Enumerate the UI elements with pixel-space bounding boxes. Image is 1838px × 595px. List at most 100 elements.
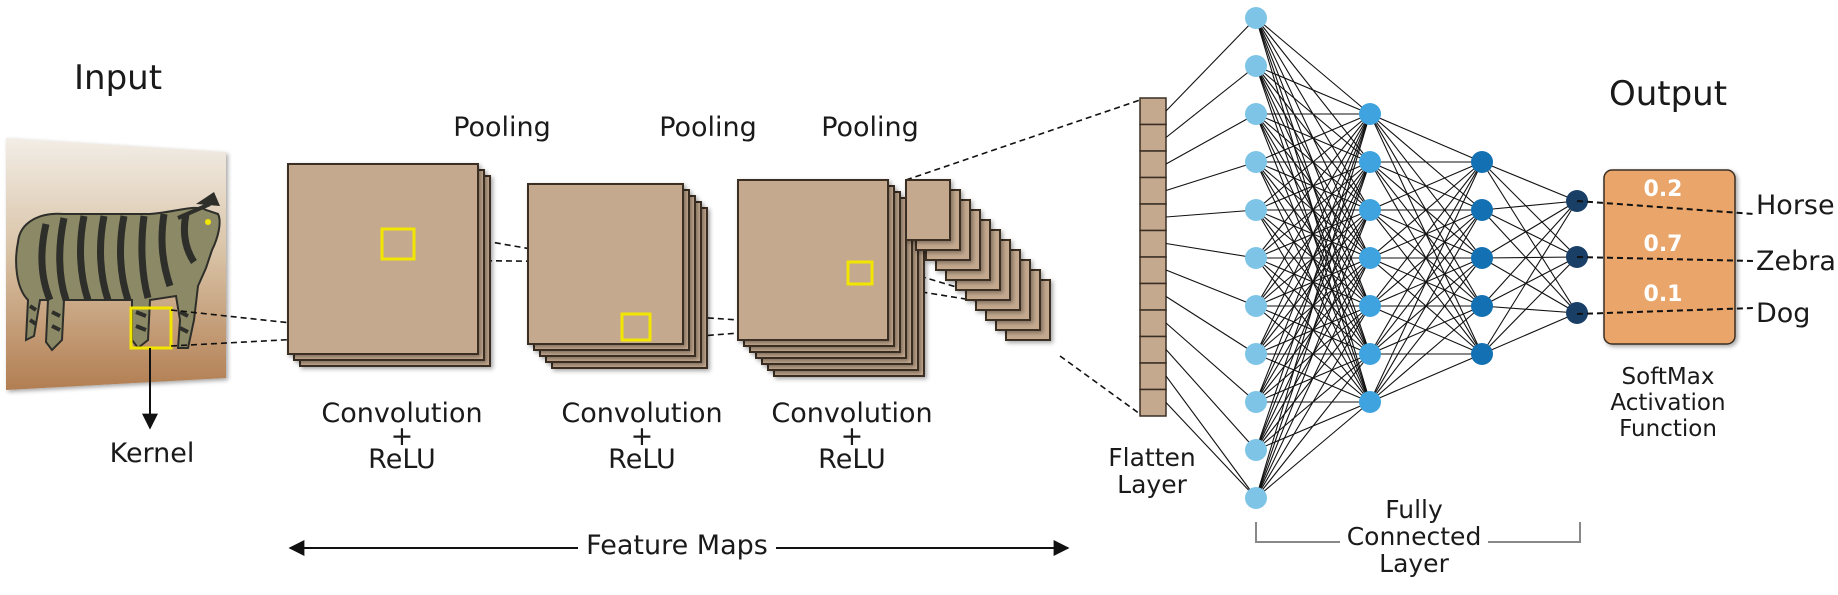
input-neuron [1245, 103, 1267, 125]
feature-map-stack-3 [737, 179, 925, 377]
flatten-cell [1139, 97, 1167, 126]
fc-connection [1255, 113, 1371, 499]
fc-connection [1369, 113, 1483, 163]
feature-map-1-sheet [287, 163, 479, 355]
hidden1-neuron [1359, 103, 1381, 125]
fc-connection [1481, 209, 1578, 258]
hidden2-neuron [1471, 151, 1493, 173]
fc-connection [1255, 401, 1371, 499]
feature-map-2-sheet [527, 183, 684, 345]
flatten-connection [1165, 65, 1257, 138]
fc-connection [1481, 257, 1578, 314]
flatten-connection [1165, 402, 1257, 499]
flatten-connection [1165, 17, 1257, 112]
softmax-box [1603, 169, 1736, 345]
pooling-label-2: Pooling [659, 112, 757, 143]
kernel-box-3 [846, 260, 874, 286]
flatten-cell [1139, 176, 1167, 205]
flatten-cell [1139, 150, 1167, 179]
flatten-cell [1139, 203, 1167, 232]
input-neuron [1245, 439, 1267, 461]
flatten-cell [1139, 335, 1167, 364]
input-neuron [1245, 55, 1267, 77]
class-label-zebra: Zebra [1756, 246, 1836, 277]
flatten-cell [1139, 309, 1167, 338]
hidden1-neuron [1359, 343, 1381, 365]
feature-map-3-sheet [737, 179, 889, 341]
hidden1-neuron [1359, 247, 1381, 269]
hidden1-neuron [1359, 295, 1381, 317]
fc-connection [1369, 353, 1483, 403]
conv-label-3: Convolution+ReLU [771, 398, 933, 475]
fc-connection [1255, 113, 1371, 403]
connections [1165, 17, 1578, 499]
hidden2-neuron [1471, 295, 1493, 317]
flatten-connection [1165, 161, 1257, 192]
kernel-box-2 [620, 312, 652, 342]
fc-connection [1255, 161, 1371, 499]
kernel-box-1 [380, 227, 416, 261]
fc-connection [1369, 305, 1483, 403]
fc-connection [1369, 161, 1483, 307]
kernel-label: Kernel [109, 438, 195, 469]
fc-connection [1255, 17, 1371, 115]
fc-connection [1369, 161, 1483, 355]
fc-connection [1255, 353, 1371, 499]
flatten-connection [1165, 269, 1257, 307]
fc-connection [1481, 256, 1578, 355]
fc-connection [1255, 257, 1371, 499]
hidden2-neuron [1471, 247, 1493, 269]
fc-connection [1255, 305, 1371, 499]
fc-connection [1481, 161, 1578, 258]
pooling-label-1: Pooling [453, 112, 551, 143]
hidden1-neuron [1359, 199, 1381, 221]
fc-connection [1369, 257, 1483, 403]
class-label-dog: Dog [1756, 298, 1811, 329]
fc-bracket [1255, 522, 1581, 543]
flatten-layer [1139, 97, 1167, 417]
fc-connection [1481, 200, 1578, 259]
flatten-cell [1139, 256, 1167, 285]
pooling-label-3: Pooling [821, 112, 919, 143]
flatten-connection [1165, 113, 1257, 165]
flatten-connection [1165, 375, 1257, 499]
hidden1-neuron [1359, 391, 1381, 413]
input-neuron [1245, 487, 1267, 509]
flatten-cell [1139, 388, 1167, 417]
flatten-connection [1165, 322, 1257, 403]
flatten-connection [1165, 242, 1257, 259]
fc-connection [1481, 200, 1578, 211]
flatten-cell [1139, 362, 1167, 391]
fc-connection [1481, 256, 1578, 307]
input-label: Input [74, 58, 163, 98]
output-label: Output [1608, 74, 1728, 114]
fc-connection [1369, 161, 1483, 403]
zebra-image [15, 192, 221, 352]
fc-connection [1481, 256, 1578, 259]
input-neuron [1245, 295, 1267, 317]
fc-connection [1369, 161, 1483, 211]
feature-map-stack-1 [287, 163, 491, 367]
hidden1-neuron [1359, 151, 1381, 173]
probability-dog: 0.1 [1643, 282, 1683, 307]
feature-map-stack-2 [527, 183, 708, 369]
fc-connection [1481, 161, 1578, 202]
fc-connection [1481, 161, 1578, 314]
hidden2-neuron [1471, 343, 1493, 365]
feature-map-stack-4 [905, 179, 1051, 341]
flatten-connection [1165, 209, 1257, 218]
flatten-cell [1139, 229, 1167, 258]
flatten-cell [1139, 123, 1167, 152]
fc-connection [1481, 312, 1578, 355]
input-neuron [1245, 247, 1267, 269]
probability-zebra: 0.7 [1643, 232, 1683, 257]
conv-label-1: Convolution+ReLU [321, 398, 483, 475]
fc-connection [1481, 209, 1578, 314]
input-neuron [1245, 7, 1267, 29]
class-label-horse: Horse [1756, 190, 1835, 221]
